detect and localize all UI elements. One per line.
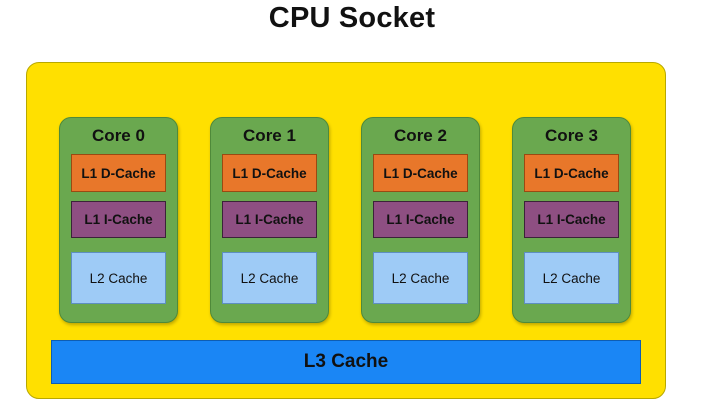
l2-cache: L2 Cache	[524, 252, 619, 304]
core-0: Core 0 L1 D-Cache L1 I-Cache L2 Cache	[59, 117, 178, 323]
l1-instruction-cache: L1 I-Cache	[373, 201, 468, 238]
core-3: Core 3 L1 D-Cache L1 I-Cache L2 Cache	[512, 117, 631, 323]
core-label: Core 3	[545, 126, 598, 145]
core-label: Core 1	[243, 126, 296, 145]
l3-cache: L3 Cache	[51, 340, 641, 384]
l1-instruction-cache: L1 I-Cache	[222, 201, 317, 238]
diagram-title: CPU Socket	[268, 2, 436, 34]
core-label: Core 0	[92, 126, 145, 145]
l2-cache: L2 Cache	[373, 252, 468, 304]
l1-instruction-cache: L1 I-Cache	[524, 201, 619, 238]
core-label: Core 2	[394, 126, 447, 145]
l1-instruction-cache: L1 I-Cache	[71, 201, 166, 238]
l1-data-cache: L1 D-Cache	[524, 154, 619, 192]
l2-cache: L2 Cache	[71, 252, 166, 304]
l1-data-cache: L1 D-Cache	[222, 154, 317, 192]
l1-data-cache: L1 D-Cache	[373, 154, 468, 192]
l2-cache: L2 Cache	[222, 252, 317, 304]
l1-data-cache: L1 D-Cache	[71, 154, 166, 192]
core-1: Core 1 L1 D-Cache L1 I-Cache L2 Cache	[210, 117, 329, 323]
core-2: Core 2 L1 D-Cache L1 I-Cache L2 Cache	[361, 117, 480, 323]
